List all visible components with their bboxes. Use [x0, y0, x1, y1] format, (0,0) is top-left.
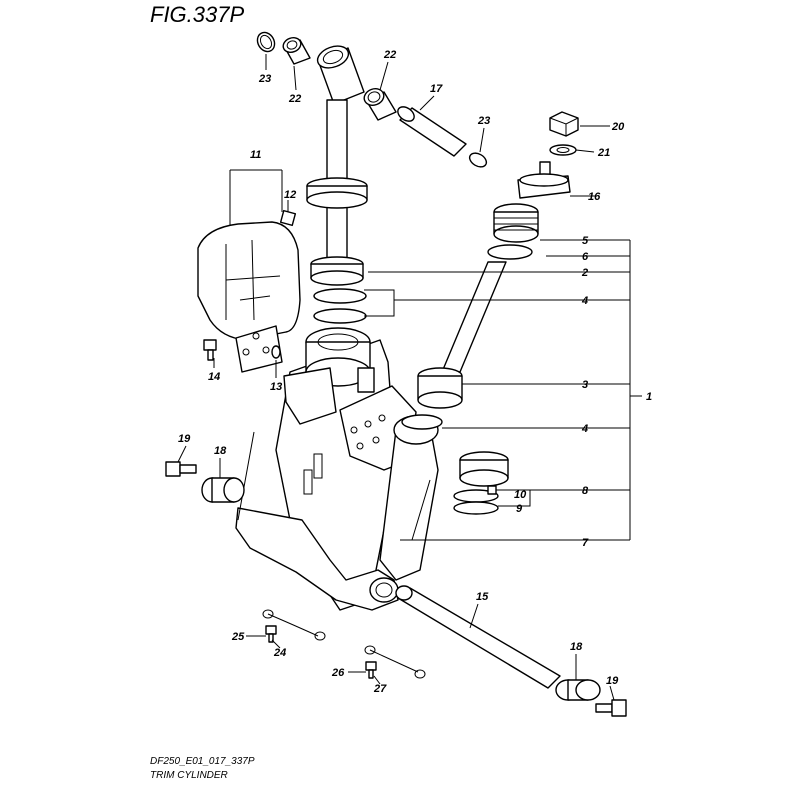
bushing-22-top-left: [282, 37, 311, 65]
cap-stud-16: [517, 161, 571, 199]
callout-11: 11: [250, 149, 261, 161]
callout-16: 16: [588, 191, 601, 203]
callout-18: 18: [570, 641, 583, 653]
pin-17: [397, 106, 467, 157]
callout-8: 8: [582, 485, 589, 497]
leader-lines: [177, 54, 642, 701]
callout-25: 25: [231, 631, 245, 643]
callout-20: 20: [611, 121, 625, 133]
figure-name: TRIM CYLINDER: [150, 770, 228, 781]
callout-9: 9: [516, 503, 523, 515]
callout-1: 1: [646, 391, 652, 403]
bolt-14: [203, 339, 217, 361]
ground-cable-27: [364, 645, 426, 679]
callout-labels: 23 22 22 17 23 20 21 16 11 12 5 6 2 4 14…: [178, 49, 652, 695]
cylinder-body-7: [235, 327, 439, 611]
callout-13: 13: [270, 381, 282, 393]
bolt-26: [365, 661, 377, 679]
clip-13: [271, 345, 281, 359]
callout-23: 23: [477, 115, 490, 127]
callout-12: 12: [284, 189, 296, 201]
figure-code: DF250_E01_017_337P: [150, 756, 255, 767]
shaft-15: [395, 585, 561, 689]
callout-22: 22: [288, 93, 301, 105]
nut-20: [549, 111, 579, 137]
callout-5: 5: [582, 235, 589, 247]
callout-23: 23: [258, 73, 271, 85]
callout-19: 19: [178, 433, 191, 445]
bolt-25: [265, 625, 277, 643]
callout-10: 10: [514, 489, 527, 501]
cover-11: [197, 221, 301, 373]
callout-2: 2: [581, 267, 588, 279]
callout-6: 6: [582, 251, 589, 263]
callout-27: 27: [373, 683, 387, 695]
bushing-18-left: [201, 477, 245, 503]
callout-17: 17: [430, 83, 443, 95]
snap-ring-23-top-left: [256, 31, 276, 53]
callout-19: 19: [606, 675, 619, 687]
callout-15: 15: [476, 591, 489, 603]
piston-ring-stack: [306, 177, 368, 324]
callout-22: 22: [383, 49, 396, 61]
callout-26: 26: [331, 667, 345, 679]
callout-7: 7: [582, 537, 589, 549]
bolt-19-left: [165, 461, 197, 477]
clip-12: [279, 209, 297, 227]
callout-24: 24: [273, 647, 286, 659]
bushing-22-top-right: [363, 88, 397, 121]
bolt-19-right: [595, 699, 627, 717]
callout-18: 18: [214, 445, 227, 457]
callout-21: 21: [597, 147, 610, 159]
bushing-18-right: [555, 679, 601, 701]
figure-title: FIG.337P: [150, 2, 244, 27]
piston-rod: [316, 45, 365, 271]
callout-14: 14: [208, 371, 220, 383]
washer-21: [549, 144, 577, 156]
callout-4: 4: [581, 423, 588, 435]
callout-4: 4: [581, 295, 588, 307]
tilt-cylinder-right: [401, 203, 539, 515]
ground-cable-24: [262, 609, 326, 641]
callout-3: 3: [582, 379, 588, 391]
snap-ring-23-right: [468, 152, 488, 168]
